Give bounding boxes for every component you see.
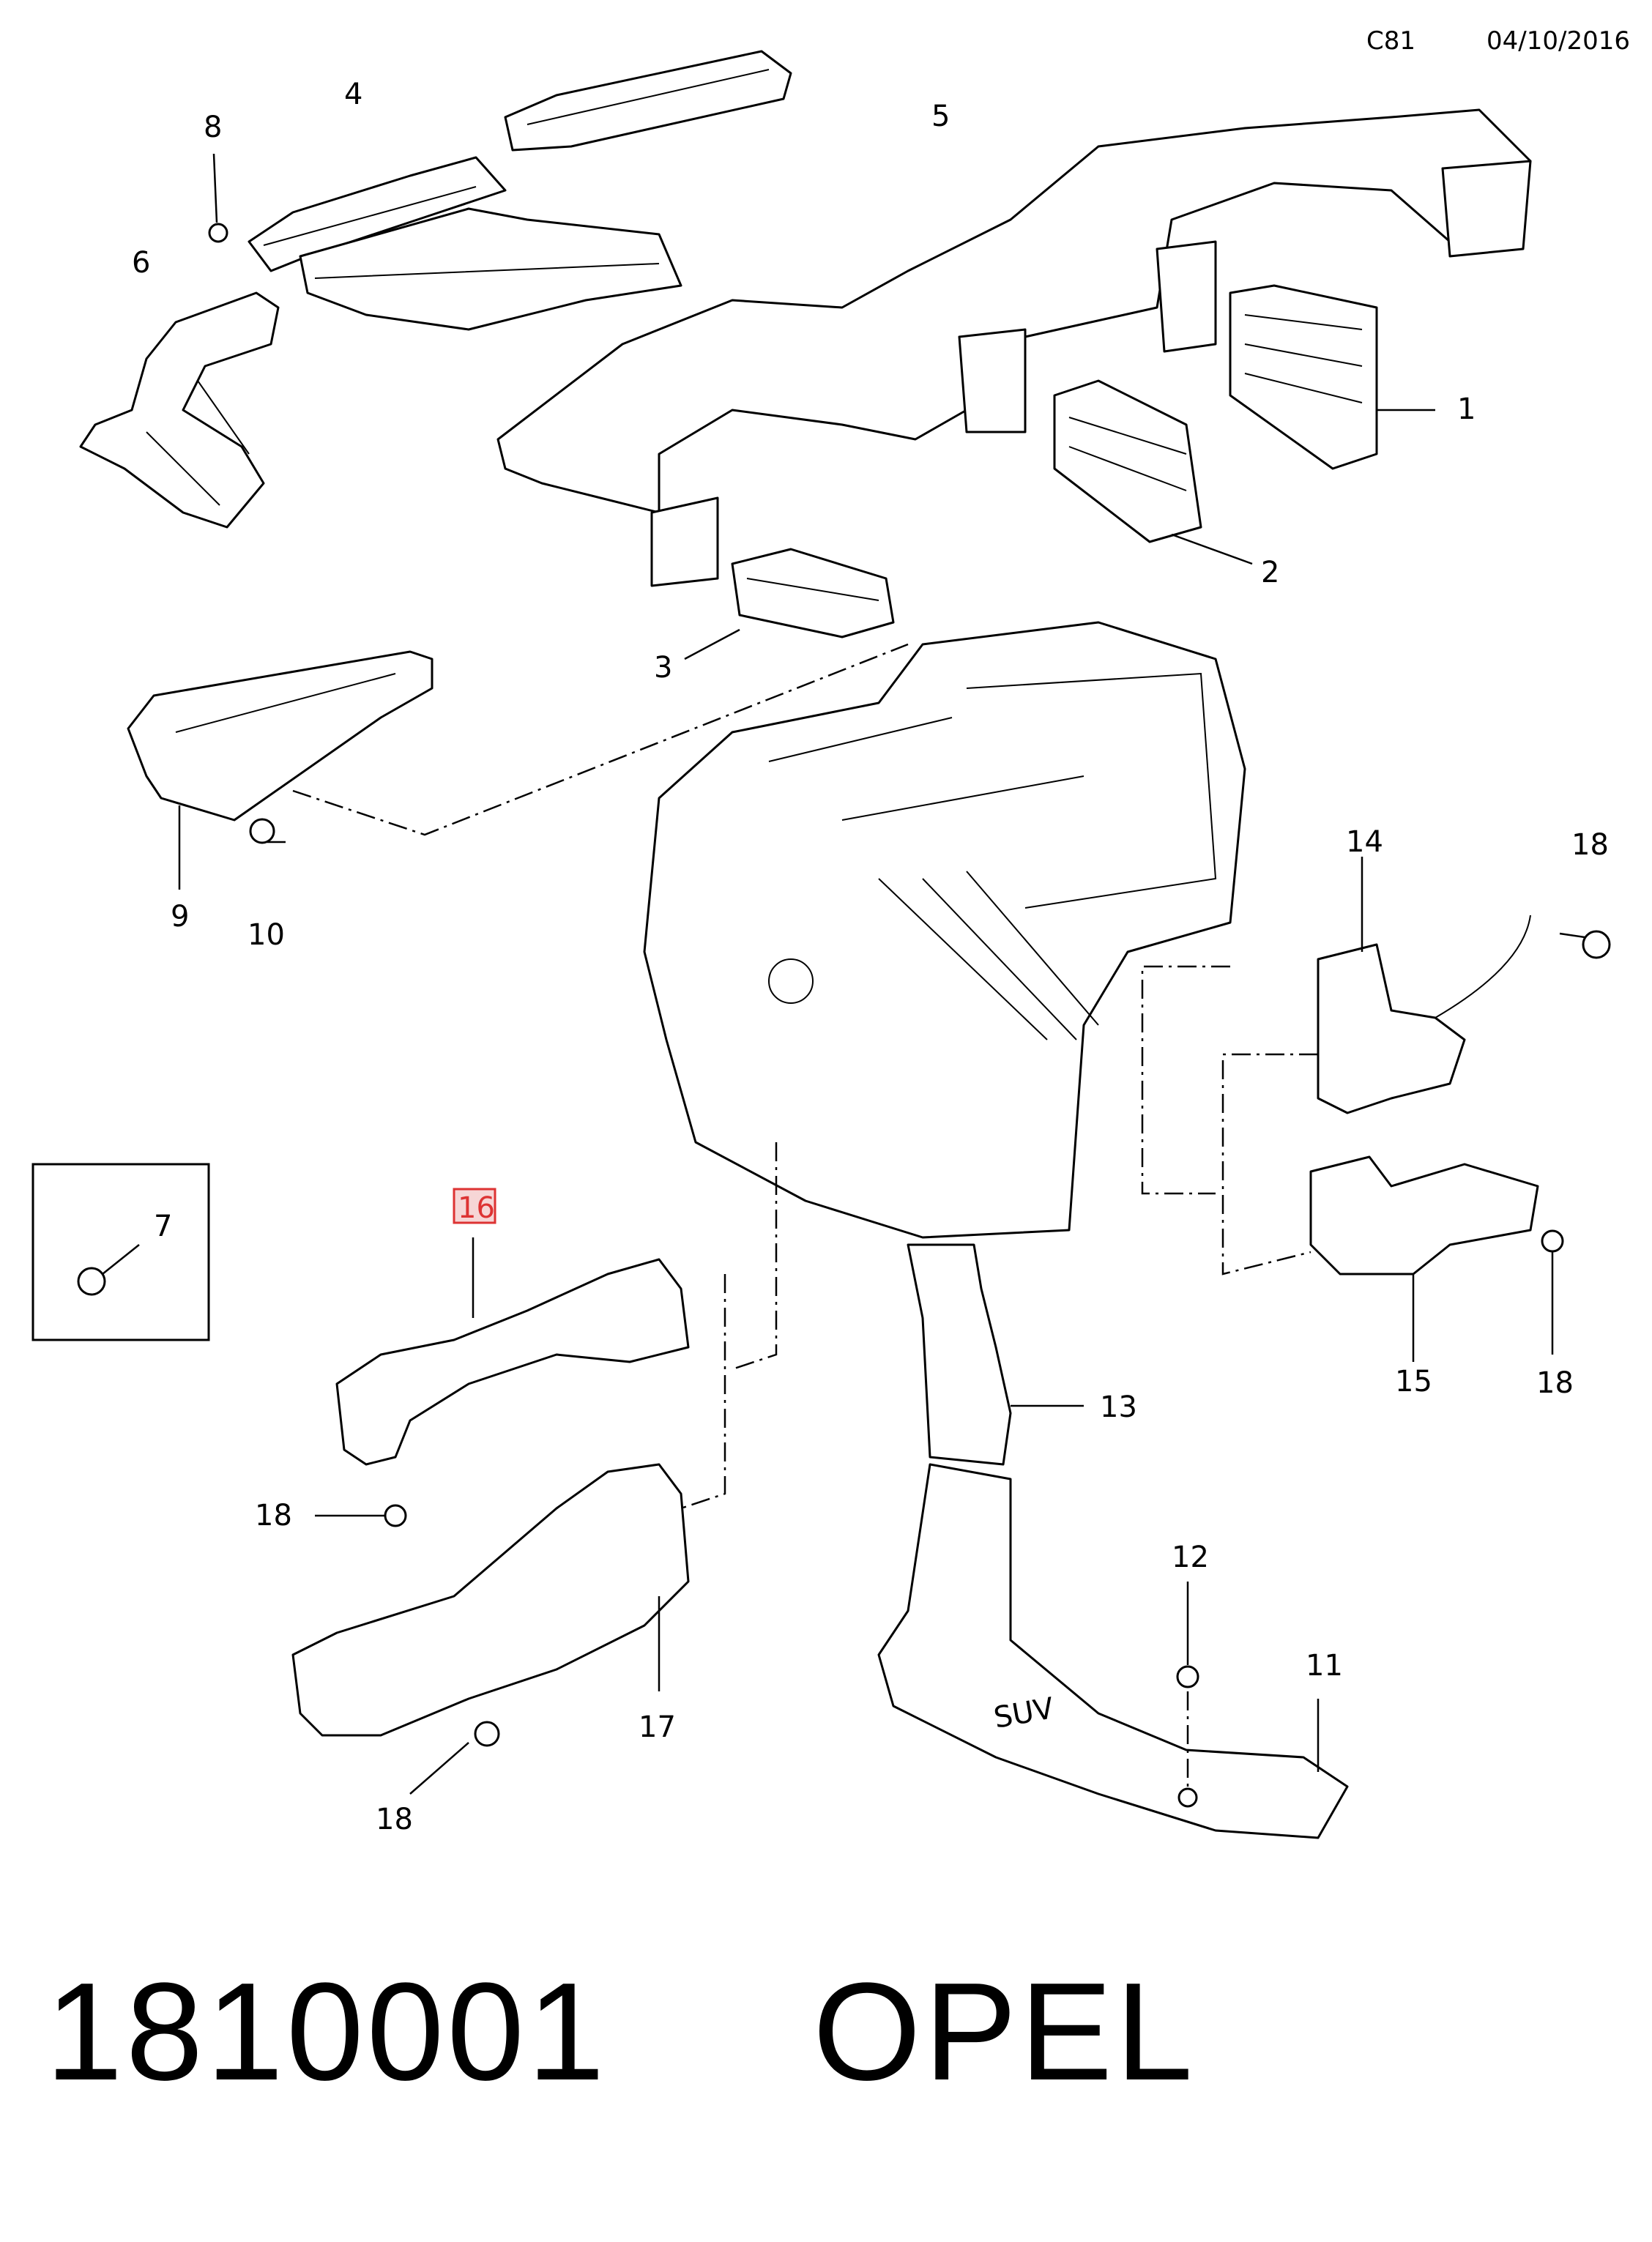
dash-14-15 [1141,965,1318,1275]
dash-16-17 [680,1142,778,1510]
screw-18-group[interactable] [315,930,1611,1795]
part-8-screw[interactable] [208,153,228,243]
callout-10: 10 [248,918,285,952]
callout-18-bottom: 18 [376,1803,413,1836]
part-1-air-vent[interactable] [1229,284,1435,470]
part-7-inset[interactable] [31,1163,210,1341]
part-6-side-duct[interactable] [79,291,280,529]
dash-9-to-housing [292,643,909,836]
part-14-rear-duct[interactable] [1317,857,1531,1114]
callout-5: 5 [931,100,950,133]
diagram-code: C81 [1366,26,1416,56]
callout-13: 13 [1100,1390,1137,1424]
callout-1: 1 [1457,392,1476,426]
callout-8: 8 [204,111,222,144]
part-number-title: 1810001 [45,1954,608,2109]
callout-12: 12 [1172,1541,1209,1574]
part-16-duct[interactable] [335,1237,690,1466]
callout-7: 7 [154,1210,172,1243]
part-10-nut[interactable] [249,818,286,844]
callout-17: 17 [639,1710,676,1744]
part-3-air-vent[interactable] [684,548,895,660]
part-9-bezel[interactable] [127,650,434,890]
part-17-duct[interactable] [291,1463,690,1737]
part-12-clip[interactable] [1176,1582,1199,1808]
hvac-module-housing[interactable] [643,621,1246,1239]
callout-15: 15 [1395,1365,1432,1399]
part-5-main-air-duct[interactable] [496,108,1532,587]
callout-11: 11 [1306,1649,1343,1683]
callout-3: 3 [654,651,672,685]
callout-6: 6 [132,246,150,280]
callout-18-right-top: 18 [1571,828,1609,862]
part-11-floor-duct[interactable]: SUV [877,1463,1349,1839]
part-13-pipe[interactable] [907,1243,1084,1466]
part-2-air-vent[interactable] [1053,379,1253,565]
callout-16: 16 [458,1191,495,1225]
part-4-defroster-vent[interactable] [248,50,792,331]
callout-9: 9 [171,900,189,934]
callout-4: 4 [344,78,362,111]
exploded-parts-diagram: SUV [31,50,1611,1839]
callout-16-highlight [453,1188,496,1224]
callout-14: 14 [1346,825,1383,859]
part-15-rear-duct[interactable] [1309,1155,1539,1362]
diagram-date: 04/10/2016 [1487,26,1630,56]
callout-18-left: 18 [255,1499,292,1532]
callout-2: 2 [1261,556,1279,589]
callout-18-right-bottom: 18 [1536,1366,1574,1400]
brand-title: OPEL [813,1954,1196,2109]
